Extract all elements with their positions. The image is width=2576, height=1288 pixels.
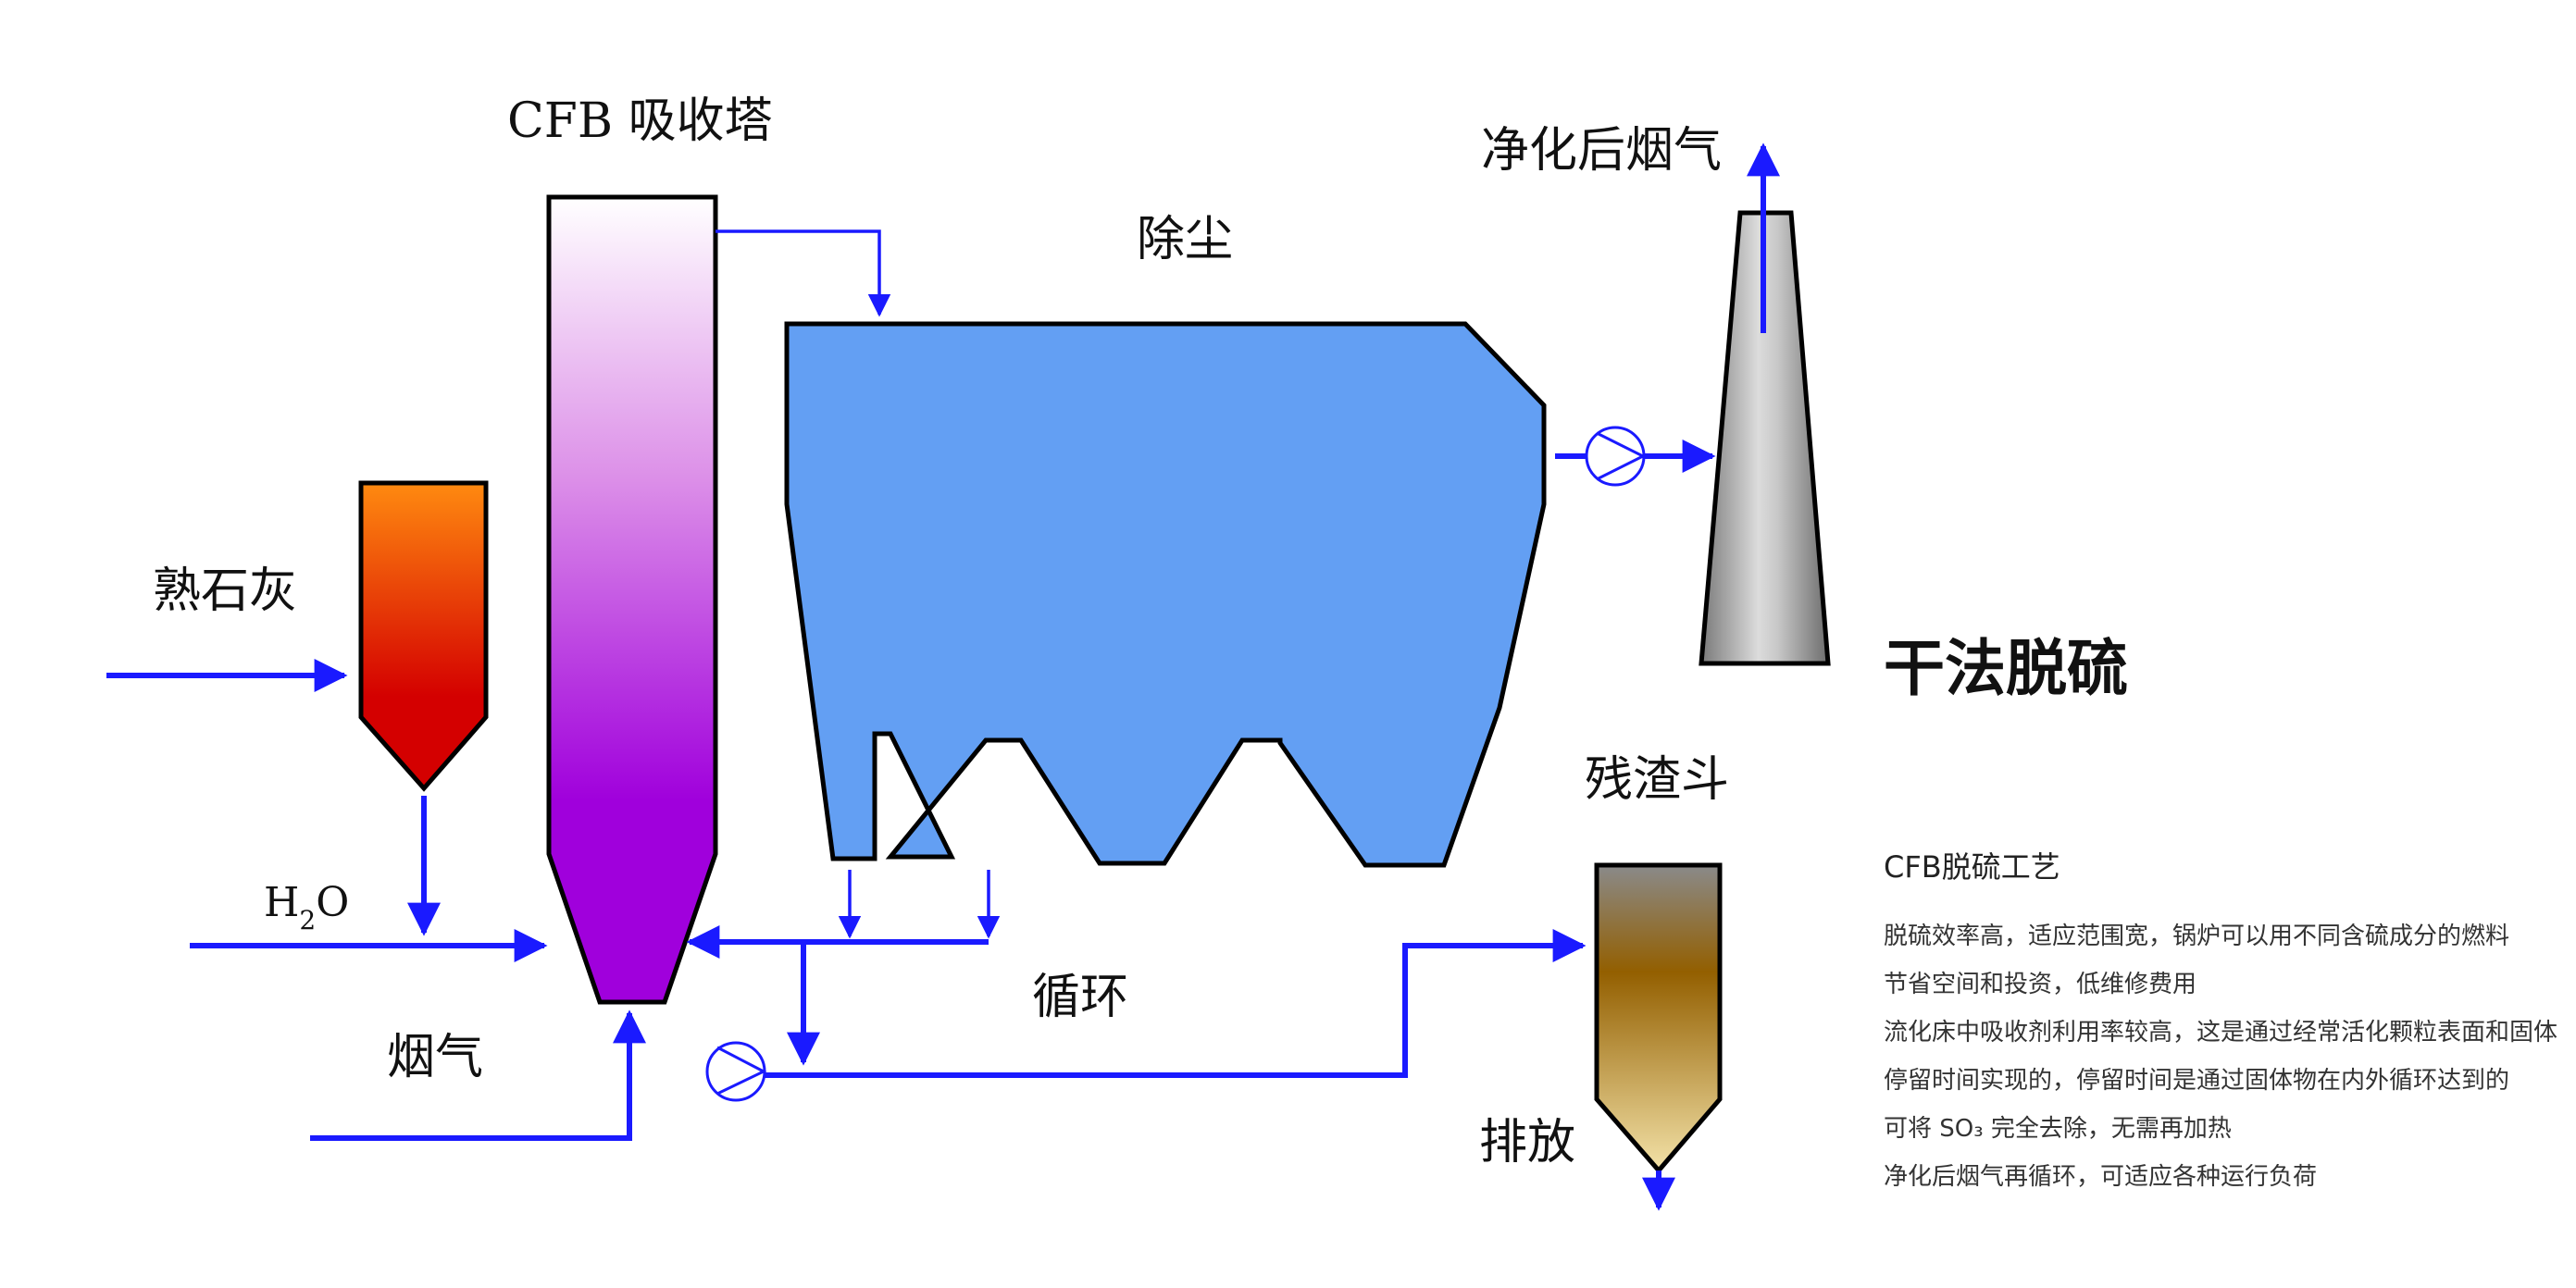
ash-hopper-label: 残渣斗	[1585, 752, 1729, 808]
info-note-6: 净化后烟气再循环，可适应各种运行负荷	[1884, 1163, 2317, 1191]
recycle-label: 循环	[1032, 970, 1128, 1025]
info-note-5: 可将 SO₃ 完全去除，无需再加热	[1884, 1115, 2232, 1143]
recycle-pump-icon	[705, 1041, 767, 1102]
info-note-4: 停留时间实现的，停留时间是通过固体物在内外循环达到的	[1884, 1067, 2509, 1095]
chimney-stack	[1699, 210, 1831, 666]
dust-removal-label: 除尘	[1137, 212, 1233, 267]
water-label: H2O	[264, 879, 349, 935]
absorber-tower	[546, 194, 718, 1005]
dust-collector	[784, 321, 1547, 868]
flue-gas-arrow	[310, 1009, 646, 1141]
flue-gas-label: 烟气	[387, 1030, 483, 1085]
absorber-label: CFB 吸收塔	[507, 93, 773, 149]
info-subtitle: CFB脱硫工艺	[1884, 849, 2060, 885]
info-note-1: 脱硫效率高，适应范围宽，锅炉可以用不同含硫成分的燃料	[1884, 923, 2509, 950]
exhaust-fan-icon	[1585, 426, 1647, 487]
discharge-label: 排放	[1479, 1115, 1575, 1170]
discharge-pipe	[764, 929, 1587, 1078]
absorber-outlet-pipe	[716, 229, 891, 317]
info-note-3: 流化床中吸收剂利用率较高，这是通过经常活化颗粒表面和固体	[1884, 1019, 2557, 1046]
ash-hopper	[1594, 862, 1723, 1174]
lime-silo	[358, 480, 489, 792]
clean-gas-label: 净化后烟气	[1481, 123, 1722, 179]
lime-label: 熟石灰	[153, 564, 297, 619]
info-note-2: 节省空间和投资，低维修费用	[1884, 971, 2196, 998]
info-title: 干法脱硫	[1884, 633, 2128, 704]
